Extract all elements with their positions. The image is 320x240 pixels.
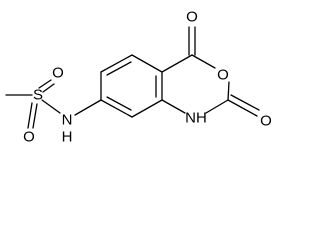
bonds xyxy=(5,26,260,129)
bond-s-n xyxy=(41,99,61,114)
atom-o-carbonyl-top: O xyxy=(186,9,198,26)
bond-s-o-bottom-a xyxy=(27,102,33,129)
bond-n-c7 xyxy=(74,99,102,116)
bond-c4-o3 xyxy=(191,54,216,69)
bond-nh-c8a xyxy=(161,99,186,114)
atom-o-carbonyl-right: O xyxy=(260,113,272,130)
bond-s-o-top-a xyxy=(38,79,52,89)
atom-s: S xyxy=(33,87,43,104)
atom-o-sulfonyl-bottom: O xyxy=(23,129,35,146)
bond-s-o-bottom-b xyxy=(32,103,38,129)
structure-diagram: S O O N H NH O O O xyxy=(5,9,272,146)
bond-c5-c4a xyxy=(131,54,163,73)
bond-c8-c7 xyxy=(100,99,133,118)
atom-h-amide: H xyxy=(62,129,73,146)
atom-nh-ring: NH xyxy=(185,110,207,127)
bond-c6-c5-inner xyxy=(106,61,132,76)
atom-o-ring: O xyxy=(217,67,229,84)
atom-labels: S O O N H NH O O O xyxy=(23,9,272,146)
bond-c6-c5 xyxy=(100,54,133,73)
molecule-canvas: S O O N H NH O O O xyxy=(5,9,272,146)
bond-s-o-top-b xyxy=(42,83,55,93)
atom-o-sulfonyl-top: O xyxy=(52,65,64,82)
bond-c8-c7-inner xyxy=(106,96,132,111)
bond-c2-o-b xyxy=(230,94,260,111)
bond-c2-o-a xyxy=(227,99,258,117)
bond-c2-nh xyxy=(205,99,229,114)
bond-c8a-c8 xyxy=(131,99,163,118)
atom-n-amide: N xyxy=(62,112,73,129)
bond-c4a-c4 xyxy=(161,54,193,73)
bond-o3-c2 xyxy=(227,81,230,101)
